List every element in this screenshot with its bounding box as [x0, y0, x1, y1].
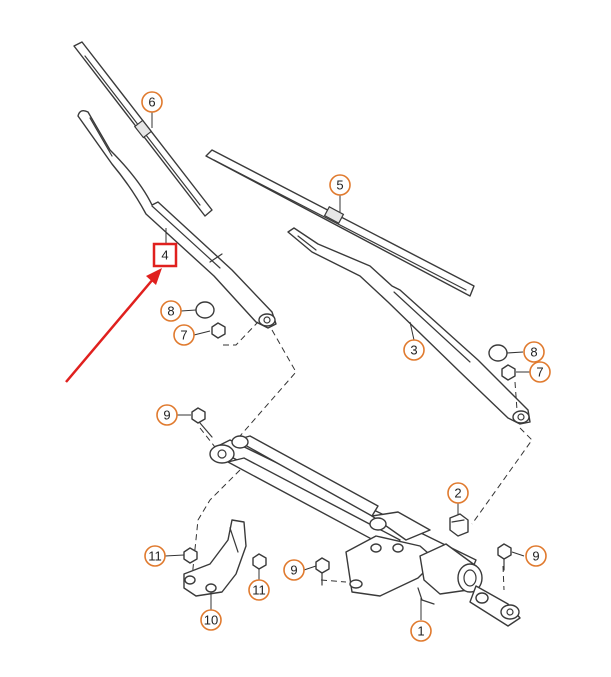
bolt-icon [497, 543, 512, 571]
svg-text:11: 11 [148, 549, 162, 564]
callout-9-top: 9 [156, 404, 178, 426]
nut-icon [252, 553, 267, 570]
callout-11-right: 11 [248, 579, 270, 601]
callout-8-right: 8 [523, 341, 545, 363]
wiper-arm-left-icon [77, 109, 277, 329]
svg-text:9: 9 [290, 563, 297, 578]
callout-4-highlighted: 4 [152, 242, 178, 268]
callout-7-left: 7 [173, 324, 195, 346]
svg-text:9: 9 [532, 549, 539, 564]
bolt-icon [315, 557, 330, 586]
svg-text:5: 5 [336, 178, 343, 193]
svg-text:4: 4 [161, 248, 168, 263]
bracket-icon [183, 519, 247, 597]
callout-9-middle: 9 [283, 559, 305, 581]
svg-text:7: 7 [536, 365, 543, 380]
svg-text:8: 8 [167, 304, 174, 319]
highlight-arrow-icon [65, 268, 162, 383]
callout-7-right: 7 [529, 361, 551, 383]
callout-5: 5 [329, 174, 351, 196]
svg-text:11: 11 [252, 583, 266, 598]
svg-text:3: 3 [410, 343, 417, 358]
wiper-linkage-motor-icon [209, 435, 521, 627]
grommet-icon [449, 513, 469, 537]
hex-nut-icon [211, 322, 226, 339]
nut-icon [183, 547, 198, 564]
wiper-arm-right-icon [287, 227, 531, 425]
svg-text:6: 6 [148, 95, 155, 110]
svg-text:2: 2 [454, 486, 461, 501]
svg-text:1: 1 [417, 624, 424, 639]
wiper-blade-left-icon [73, 41, 213, 217]
callout-8-left: 8 [160, 300, 182, 322]
svg-text:10: 10 [204, 613, 218, 628]
callout-3: 3 [403, 339, 425, 361]
hex-nut-icon [501, 364, 516, 381]
callout-10: 10 [200, 609, 222, 631]
callout-2: 2 [447, 482, 469, 504]
callout-1: 1 [410, 620, 432, 642]
cap-icon [195, 301, 215, 319]
callout-9-right: 9 [525, 545, 547, 567]
wiper-blade-right-icon [205, 149, 475, 297]
svg-text:9: 9 [163, 408, 170, 423]
callout-6: 6 [141, 91, 163, 113]
bolt-icon [191, 407, 213, 438]
svg-text:7: 7 [180, 328, 187, 343]
svg-text:8: 8 [530, 345, 537, 360]
cap-icon [488, 344, 508, 362]
callout-11-left: 11 [144, 545, 166, 567]
